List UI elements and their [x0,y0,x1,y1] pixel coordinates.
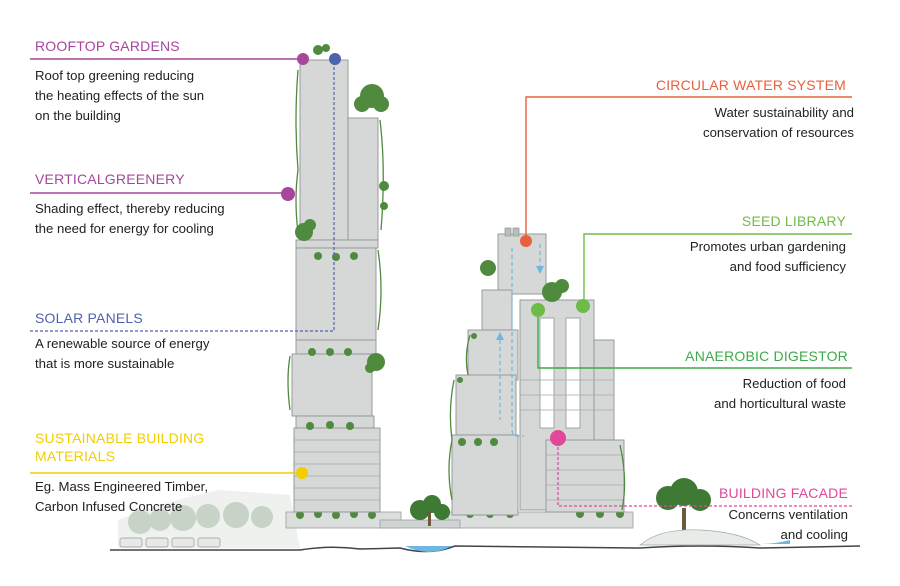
left-tower-vines [287,69,384,411]
water-desc: Water sustainability and conservation of… [703,105,854,140]
rooftop-dot [297,53,309,65]
right-tower-greenery [457,260,569,446]
facade-dot [550,430,566,446]
materials-title: SUSTAINABLE BUILDING MATERIALS [35,430,205,464]
water-title: CIRCULAR WATER SYSTEM [655,77,846,93]
background-trees [128,502,273,534]
seed-desc: Promotes urban gardening and food suffic… [689,239,846,274]
water-dot [520,235,532,247]
right-tower-openings [539,317,581,429]
right-tower-vines [448,334,626,511]
vertical-dot [281,187,295,201]
seed-dot [576,299,590,313]
rooftop-desc: Roof top greening reducing the heating e… [35,68,205,123]
water-arrow-up [496,332,504,340]
water-leader [525,96,852,240]
digestor-dot [531,303,545,317]
solar-title: SOLAR PANELS [35,310,143,326]
water-pond-left [405,546,452,552]
solar-leader [30,62,335,332]
right-tower-floor-lines [520,379,624,501]
facade-title: BUILDING FACADE [718,485,848,501]
seed-title: SEED LIBRARY [741,213,846,229]
facade-leader [557,440,852,507]
seed-leader [583,233,852,305]
digestor-desc: Reduction of food and horticultural wast… [714,376,846,411]
background-cars [119,537,221,548]
water-arrow-down [536,266,544,274]
right-tower-roof-tanks [504,227,520,237]
foreground-tree-center [410,495,450,526]
solar-desc: A renewable source of energy that is mor… [35,336,210,371]
right-tower [451,233,625,516]
solar-dot [329,53,341,65]
vertical-title: VERTICALGREENERY [35,171,185,187]
materials-dot [296,467,308,479]
vertical-desc: Shading effect, thereby reducing the nee… [35,201,225,236]
rooftop-title: ROOFTOP GARDENS [35,38,180,54]
digestor-title: ANAEROBIC DIGESTOR [685,348,848,364]
foreground-rocks [639,529,762,546]
water-cycle-path [511,244,541,437]
left-tower-greenery [295,44,389,430]
podium-bridge [379,519,461,529]
digestor-leader [537,312,852,369]
left-tower [291,59,381,513]
left-tower-floor-lines [294,439,380,501]
facade-desc: Concerns ventilation and cooling [728,507,849,542]
materials-desc: Eg. Mass Engineered Timber, Carbon Infus… [35,479,208,514]
